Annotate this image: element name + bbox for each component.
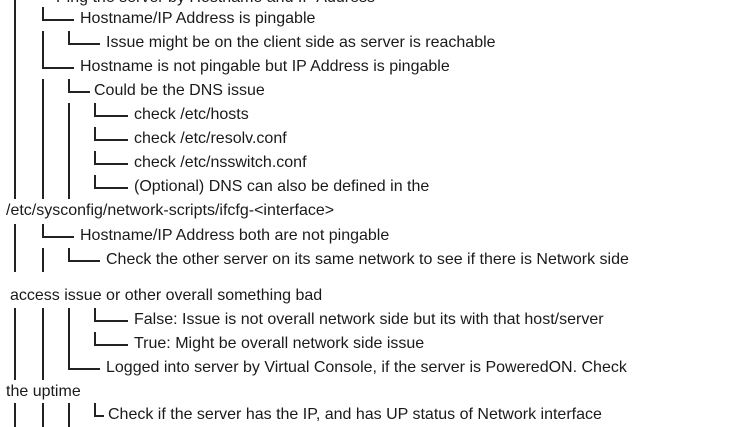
tree-vertical-bar bbox=[14, 403, 16, 427]
tree-line-text: Logged into server by Virtual Console, i… bbox=[106, 359, 627, 376]
tree-line: Hostname/IP Address is pingable bbox=[0, 7, 740, 31]
tree-vertical-bar bbox=[42, 332, 44, 356]
tree-branch-connector bbox=[42, 224, 44, 237]
tree-vertical-bar bbox=[42, 248, 44, 272]
tree-vertical-bar bbox=[68, 332, 70, 356]
tree-line: Check the other server on its same netwo… bbox=[0, 248, 740, 272]
tree-line-text: Hostname/IP Address both are not pingabl… bbox=[80, 227, 390, 244]
tree-line-text: Hostname/IP Address is pingable bbox=[80, 10, 316, 27]
tree-branch-line bbox=[94, 187, 128, 189]
tree-line-text: /etc/sysconfig/network-scripts/ifcfg-<in… bbox=[6, 202, 335, 219]
tree-vertical-bar bbox=[14, 151, 16, 175]
tree-vertical-bar bbox=[68, 151, 70, 175]
tree-line: Hostname is not pingable but IP Address … bbox=[0, 55, 740, 79]
tree-vertical-bar bbox=[14, 175, 16, 199]
tree-branch-connector bbox=[42, 7, 44, 20]
tree-branch-line bbox=[68, 368, 100, 370]
tree-vertical-bar bbox=[68, 127, 70, 151]
tree-vertical-bar bbox=[42, 308, 44, 332]
tree-line-text: check /etc/hosts bbox=[134, 106, 249, 123]
tree-vertical-bar bbox=[68, 103, 70, 127]
tree-vertical-bar bbox=[14, 127, 16, 151]
tree-branch-line bbox=[94, 320, 128, 322]
tree-vertical-bar bbox=[14, 55, 16, 79]
tree-line: check /etc/resolv.conf bbox=[0, 127, 740, 151]
tree-branch-line bbox=[94, 139, 128, 141]
tree-line-text: True: Might be overall network side issu… bbox=[134, 335, 425, 352]
tree-branch-line bbox=[42, 67, 74, 69]
tree-line: the uptime bbox=[0, 380, 740, 404]
tree-line-text: Hostname is not pingable but IP Address … bbox=[80, 58, 450, 75]
tree-branch-line bbox=[42, 236, 74, 238]
tree-vertical-bar bbox=[14, 31, 16, 55]
tree-branch-connector bbox=[94, 103, 96, 116]
tree-line-text: Ping the server by Hostname and IP Addre… bbox=[56, 0, 375, 10]
tree-line: Check if the server has the IP, and has … bbox=[0, 403, 740, 427]
tree-line-text: Check the other server on its same netwo… bbox=[106, 251, 629, 268]
tree-line: Issue might be on the client side as ser… bbox=[0, 31, 740, 55]
tree-vertical-bar bbox=[68, 308, 70, 332]
tree-branch-connector bbox=[94, 308, 96, 321]
tree-line: Ping the server by Hostname and IP Addre… bbox=[0, 0, 740, 10]
tree-branch-line bbox=[42, 19, 74, 21]
tree-vertical-bar bbox=[14, 224, 16, 248]
tree-line: (Optional) DNS can also be defined in th… bbox=[0, 175, 740, 199]
tree-branch-connector bbox=[94, 332, 96, 345]
tree-branch-connector bbox=[68, 31, 70, 44]
tree-branch-connector bbox=[68, 356, 70, 369]
tree-vertical-bar bbox=[42, 403, 44, 427]
tree-branch-connector bbox=[94, 403, 96, 416]
tree-line-text: check /etc/resolv.conf bbox=[134, 130, 287, 147]
tree-vertical-bar bbox=[42, 127, 44, 151]
tree-branch-line bbox=[94, 344, 128, 346]
tree-line-text: Check if the server has the IP, and has … bbox=[108, 406, 602, 423]
tree-vertical-bar bbox=[14, 308, 16, 332]
tree-vertical-bar bbox=[14, 7, 16, 31]
tree-branch-connector bbox=[94, 151, 96, 164]
tree-branch-line bbox=[94, 415, 104, 417]
tree-line-text: (Optional) DNS can also be defined in th… bbox=[134, 178, 430, 195]
tree-vertical-bar bbox=[14, 248, 16, 272]
tree-line-text: the uptime bbox=[6, 383, 81, 400]
tree-branch-connector bbox=[42, 55, 44, 68]
tree-branch-connector bbox=[68, 79, 70, 92]
tree-branch-line bbox=[68, 260, 100, 262]
tree-line: access issue or other overall something … bbox=[0, 284, 740, 308]
tree-line: False: Issue is not overall network side… bbox=[0, 308, 740, 332]
tree-line: check /etc/nsswitch.conf bbox=[0, 151, 740, 175]
tree-line-text: False: Issue is not overall network side… bbox=[134, 311, 604, 328]
tree-line: True: Might be overall network side issu… bbox=[0, 332, 740, 356]
tree-vertical-bar bbox=[14, 356, 16, 380]
tree-vertical-bar bbox=[14, 332, 16, 356]
tree-branch-connector bbox=[94, 127, 96, 140]
tree-line: check /etc/hosts bbox=[0, 103, 740, 127]
tree-line-text: access issue or other overall something … bbox=[10, 287, 323, 304]
tree-branch-line bbox=[94, 115, 128, 117]
tree-vertical-bar bbox=[14, 79, 16, 103]
tree-branch-line bbox=[94, 163, 128, 165]
tree-branch-connector bbox=[68, 248, 70, 261]
tree-line-text: Issue might be on the client side as ser… bbox=[106, 34, 496, 51]
tree-branch-connector bbox=[94, 175, 96, 188]
tree-vertical-bar bbox=[42, 151, 44, 175]
tree-line: Logged into server by Virtual Console, i… bbox=[0, 356, 740, 380]
tree-line: Hostname/IP Address both are not pingabl… bbox=[0, 224, 740, 248]
tree-vertical-bar bbox=[68, 403, 70, 427]
tree-vertical-bar bbox=[42, 31, 44, 55]
tree-branch-line bbox=[68, 43, 100, 45]
tree-vertical-bar bbox=[42, 356, 44, 380]
tree-line: /etc/sysconfig/network-scripts/ifcfg-<in… bbox=[0, 199, 740, 223]
tree-branch-line bbox=[68, 91, 90, 93]
tree-vertical-bar bbox=[68, 175, 70, 199]
tree-vertical-bar bbox=[14, 0, 16, 10]
tree-vertical-bar bbox=[14, 103, 16, 127]
tree-line-text: Could be the DNS issue bbox=[94, 82, 265, 99]
tree-line-text: check /etc/nsswitch.conf bbox=[134, 154, 307, 171]
tree-vertical-bar bbox=[42, 175, 44, 199]
tree-vertical-bar bbox=[42, 79, 44, 103]
tree-line: Could be the DNS issue bbox=[0, 79, 740, 103]
tree-vertical-bar bbox=[42, 103, 44, 127]
